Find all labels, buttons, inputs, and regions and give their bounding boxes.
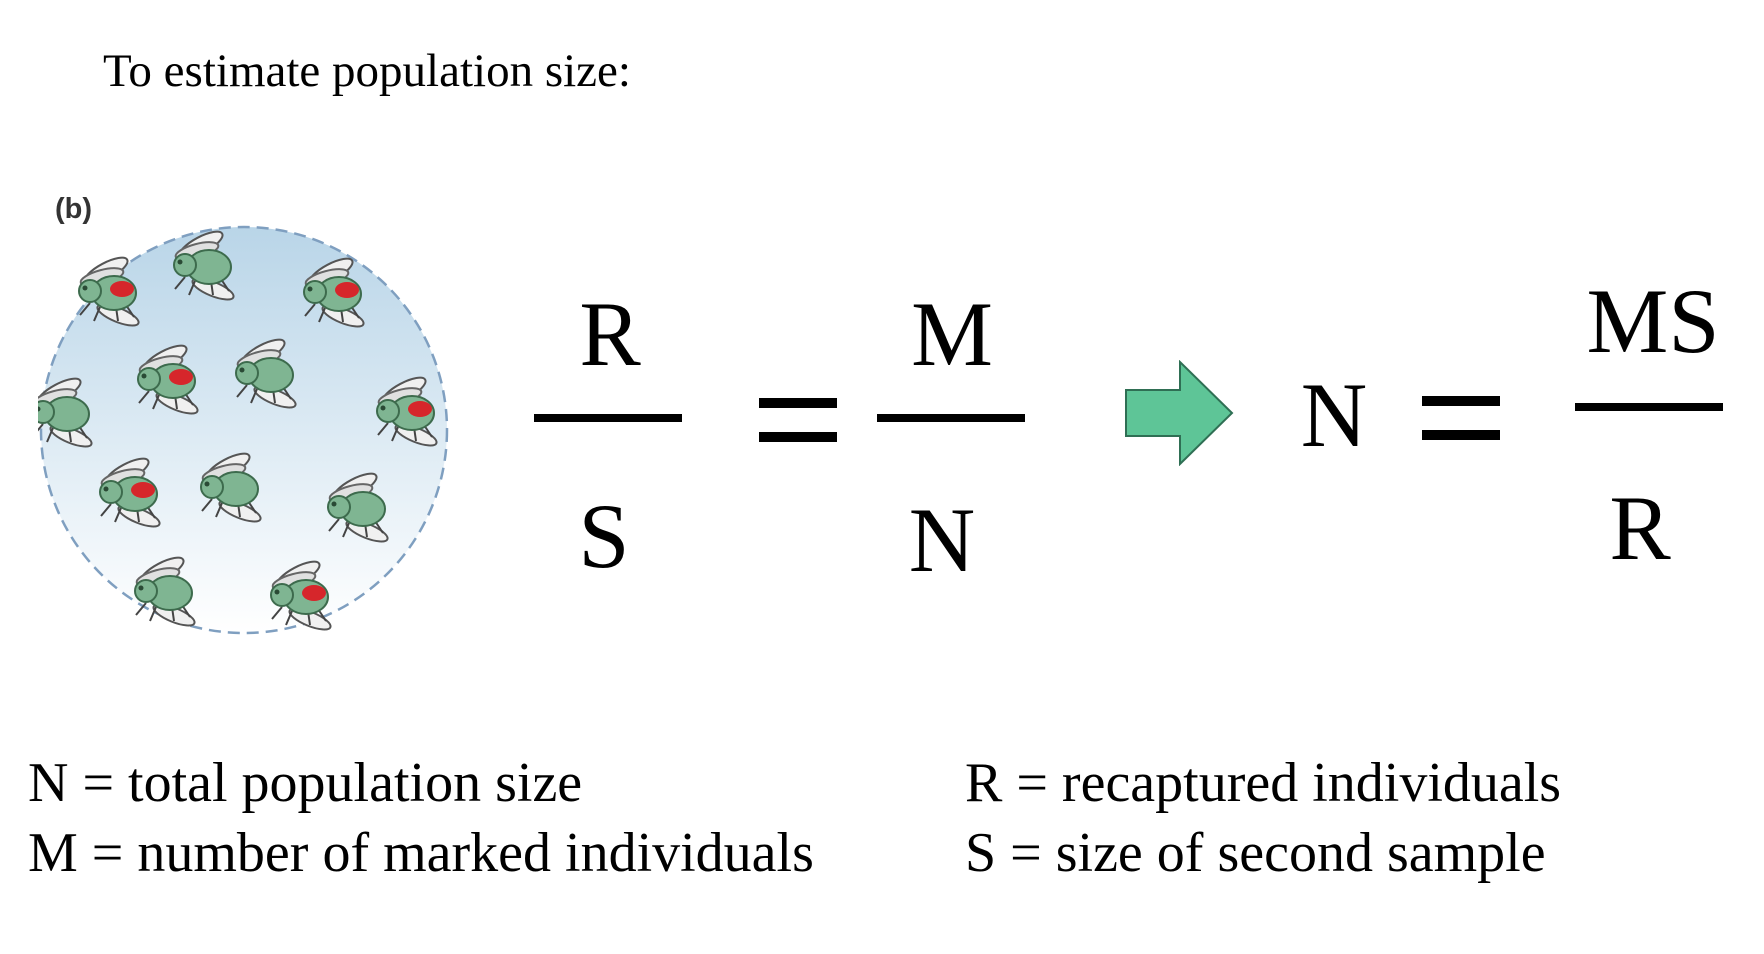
fly-marked: [375, 371, 441, 451]
left-numerator: R: [579, 283, 641, 385]
fly-marked: [98, 452, 164, 532]
left-denominator: S: [578, 485, 630, 587]
result-equals-sign: [1422, 396, 1500, 440]
right-denominator: N: [908, 489, 976, 591]
equals-sign: [759, 398, 837, 442]
fly-marked: [136, 339, 202, 419]
page-title: To estimate population size:: [103, 45, 631, 97]
right-numerator: M: [911, 283, 993, 385]
result-lhs: N: [1300, 364, 1368, 466]
panel-label: (b): [55, 193, 93, 225]
legend-m-definition: M = number of marked individuals: [28, 822, 814, 884]
right-fraction-bar: [877, 414, 1025, 422]
fly-marked: [302, 252, 368, 332]
result-numerator: MS: [1586, 270, 1720, 372]
result-fraction-bar: [1575, 403, 1723, 411]
legend-s-definition: S = size of second sample: [965, 822, 1546, 884]
left-fraction-bar: [534, 414, 682, 422]
result-denominator: R: [1609, 477, 1671, 579]
implies-arrow-icon: [1125, 360, 1234, 466]
fly-marked: [77, 251, 143, 331]
fly-population-circle: [38, 225, 449, 635]
fly-marked: [269, 555, 335, 635]
legend-n-definition: N = total population size: [28, 752, 583, 814]
legend-r-definition: R = recaptured individuals: [965, 752, 1562, 814]
